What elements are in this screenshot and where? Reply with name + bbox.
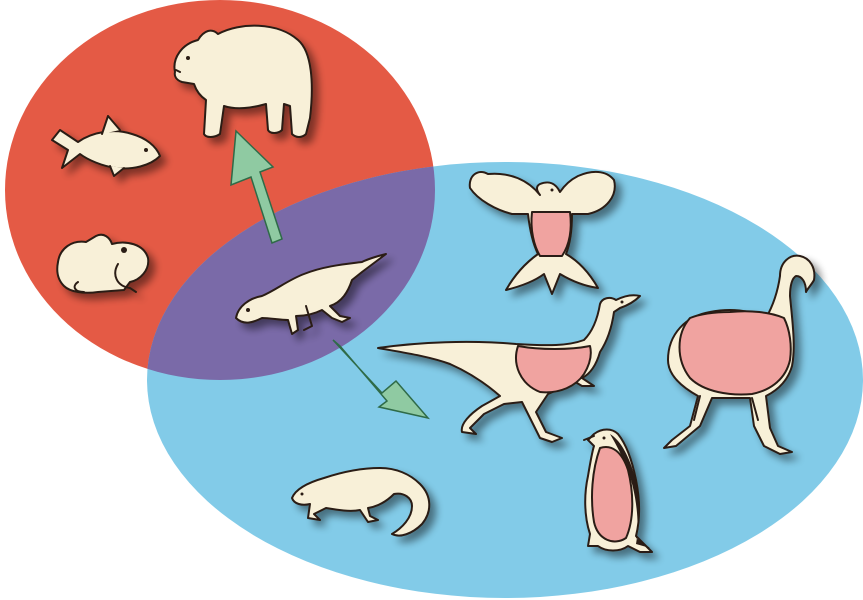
venn-diagram: [0, 0, 863, 600]
